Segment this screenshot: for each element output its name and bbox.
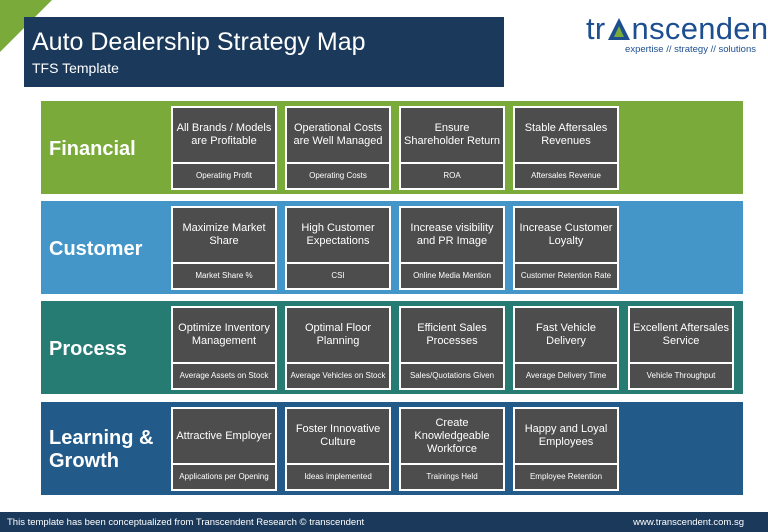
logo-tagline: expertise // strategy // solutions — [625, 44, 756, 55]
perspective-label-financial: Financial — [49, 138, 136, 160]
logo-text-end: nscendent — [631, 11, 768, 46]
kpi-label: Average Vehicles on Stock — [290, 371, 386, 380]
band-process: Process Optimize Inventory Management Av… — [41, 301, 743, 394]
logo-text-start: tr — [586, 11, 606, 46]
kpi-label: Market Share % — [195, 271, 253, 280]
objective-card: Maximize Market Share Market Share % — [171, 206, 277, 290]
kpi-label: Operating Profit — [195, 171, 253, 180]
objective-card: Increase Customer Loyalty Customer Reten… — [513, 206, 619, 290]
kpi-label: Average Assets on Stock — [179, 371, 269, 380]
objective-title: Efficient Sales Processes — [401, 308, 503, 364]
objective-card: Efficient Sales Processes Sales/Quotatio… — [399, 306, 505, 390]
kpi-label: Trainings Held — [426, 472, 478, 481]
objective-title: Create Knowledgeable Workforce — [401, 409, 503, 465]
objective-card: Fast Vehicle Delivery Average Delivery T… — [513, 306, 619, 390]
objective-card: Stable Aftersales Revenues Aftersales Re… — [513, 106, 619, 190]
footer-website-link[interactable]: www.transcendent.com.sg — [633, 517, 744, 528]
footer-credit: This template has been conceptualized fr… — [7, 517, 365, 528]
objective-card: All Brands / Models are Profitable Opera… — [171, 106, 277, 190]
perspective-label-process: Process — [49, 338, 127, 360]
transcendent-logo: tr nscendent expertise // strategy // sol… — [586, 11, 768, 62]
page-subtitle: TFS Template — [32, 60, 119, 76]
objective-title: Excellent Aftersales Service — [630, 308, 732, 364]
band-customer: Customer Maximize Market Share Market Sh… — [41, 201, 743, 294]
objective-card: Happy and Loyal Employees Employee Reten… — [513, 407, 619, 491]
objective-title: Optimize Inventory Management — [173, 308, 275, 364]
perspective-label-customer: Customer — [49, 238, 143, 260]
page-title: Auto Dealership Strategy Map — [32, 28, 366, 56]
perspective-label-learning-growth: Learning & Growth — [49, 427, 154, 472]
logo-wordmark: tr nscendent — [586, 11, 768, 46]
kpi-label: Online Media Mention — [413, 271, 491, 280]
band-financial: Financial All Brands / Models are Profit… — [41, 101, 743, 194]
kpi-label: Ideas implemented — [304, 472, 372, 481]
kpi-label: Vehicle Throughput — [646, 371, 716, 380]
kpi-label: Employee Retention — [529, 472, 603, 481]
objective-card: Create Knowledgeable Workforce Trainings… — [399, 407, 505, 491]
kpi-label: Sales/Quotations Given — [409, 371, 495, 380]
footer-bar: This template has been conceptualized fr… — [0, 512, 768, 532]
kpi-label: Applications per Opening — [179, 472, 269, 481]
objective-card: Optimal Floor Planning Average Vehicles … — [285, 306, 391, 390]
objective-title: Foster Innovative Culture — [287, 409, 389, 465]
objective-card: Ensure Shareholder Return ROA — [399, 106, 505, 190]
objective-card: Foster Innovative Culture Ideas implemen… — [285, 407, 391, 491]
objective-title: Ensure Shareholder Return — [401, 108, 503, 164]
kpi-label: Customer Retention Rate — [520, 271, 612, 280]
title-banner: Auto Dealership Strategy Map TFS Templat… — [24, 17, 504, 87]
kpi-label: Aftersales Revenue — [531, 171, 601, 180]
objective-card: Increase visibility and PR Image Online … — [399, 206, 505, 290]
objective-title: Maximize Market Share — [173, 208, 275, 264]
objective-title: Stable Aftersales Revenues — [515, 108, 617, 164]
objective-title: Increase visibility and PR Image — [401, 208, 503, 264]
objective-title: Operational Costs are Well Managed — [287, 108, 389, 164]
objective-title: Fast Vehicle Delivery — [515, 308, 617, 364]
objective-card: Attractive Employer Applications per Ope… — [171, 407, 277, 491]
objective-title: Happy and Loyal Employees — [515, 409, 617, 465]
kpi-label: CSI — [331, 271, 345, 280]
kpi-label: ROA — [443, 171, 461, 180]
objective-card: High Customer Expectations CSI — [285, 206, 391, 290]
objective-card: Optimize Inventory Management Average As… — [171, 306, 277, 390]
objective-card: Excellent Aftersales Service Vehicle Thr… — [628, 306, 734, 390]
band-learning-growth: Learning & Growth Attractive Employer Ap… — [41, 402, 743, 495]
kpi-label: Average Delivery Time — [525, 371, 607, 380]
objective-card: Operational Costs are Well Managed Opera… — [285, 106, 391, 190]
objective-title: Attractive Employer — [173, 409, 275, 465]
objective-title: High Customer Expectations — [287, 208, 389, 264]
objective-title: All Brands / Models are Profitable — [173, 108, 275, 164]
objective-title: Increase Customer Loyalty — [515, 208, 617, 264]
triangle-a-logo-icon — [607, 14, 631, 40]
objective-title: Optimal Floor Planning — [287, 308, 389, 364]
kpi-label: Operating Costs — [309, 171, 367, 180]
